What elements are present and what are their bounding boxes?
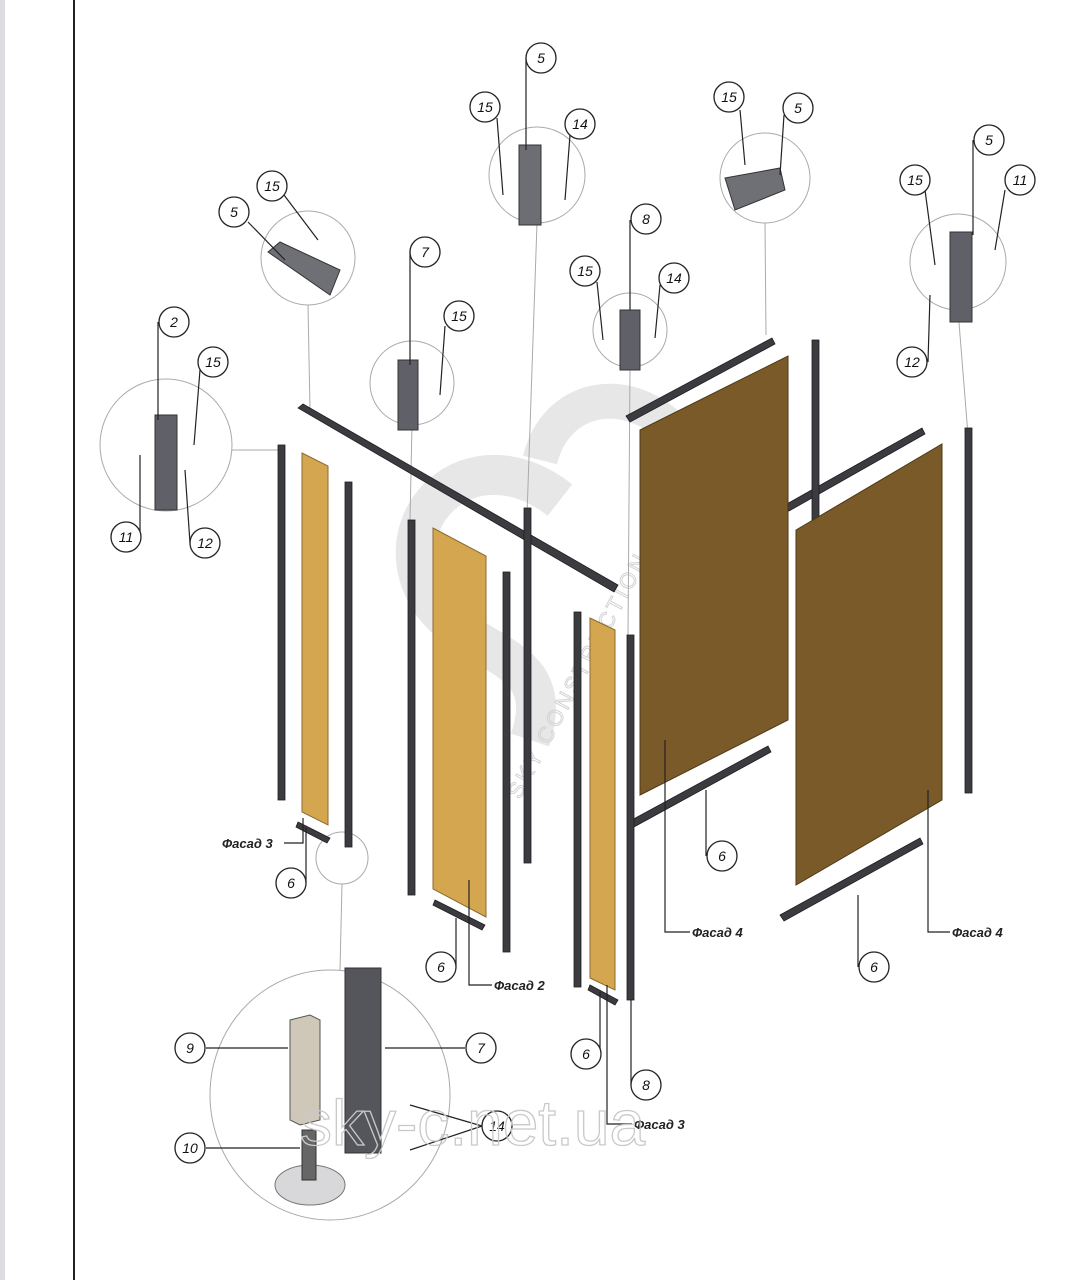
callout-7: 7 <box>409 236 441 268</box>
watermark-text: sky-c.net.ua <box>300 1087 645 1159</box>
callout-6: 6 <box>706 840 738 872</box>
panel-facade-3-left <box>301 452 329 826</box>
svg-text:10: 10 <box>182 1140 198 1156</box>
callout-2: 2 <box>158 306 190 338</box>
callouts: 5 15 14 15 5 5 15 11 15 5 7 8 15 14 2 15… <box>110 42 1036 1164</box>
svg-text:2: 2 <box>169 314 178 330</box>
label-facade-4-left: Фасад 4 <box>692 925 743 940</box>
insert-part-9 <box>289 1014 321 1126</box>
svg-text:8: 8 <box>642 211 650 227</box>
label-facade-2: Фасад 2 <box>494 978 545 993</box>
callout-5: 5 <box>525 42 557 74</box>
callout-15: 15 <box>197 346 229 378</box>
svg-text:14: 14 <box>489 1118 505 1134</box>
callout-14: 14 <box>481 1110 513 1142</box>
svg-text:6: 6 <box>437 959 445 975</box>
label-facade-3-left: Фасад 3 <box>222 836 273 851</box>
svg-text:9: 9 <box>186 1040 194 1056</box>
rails <box>295 337 926 1006</box>
svg-text:15: 15 <box>451 308 467 324</box>
facade-labels: Фасад 3 Фасад 2 Фасад 4 Фасад 4 Фасад 3 <box>222 836 1003 1132</box>
panel-facade-2 <box>432 527 487 918</box>
svg-text:5: 5 <box>794 100 802 116</box>
page-border-line <box>73 0 75 1280</box>
callout-12: 12 <box>896 346 928 378</box>
svg-text:6: 6 <box>582 1046 590 1062</box>
callout-7: 7 <box>465 1032 497 1064</box>
callout-15: 15 <box>443 300 475 332</box>
callout-12: 12 <box>189 527 221 559</box>
svg-text:14: 14 <box>572 116 588 132</box>
svg-text:6: 6 <box>718 848 726 864</box>
callout-10: 10 <box>174 1132 206 1164</box>
svg-text:15: 15 <box>205 354 221 370</box>
page-edge <box>0 0 5 1280</box>
detail-parts <box>154 144 973 1206</box>
callout-5: 5 <box>782 92 814 124</box>
svg-text:15: 15 <box>577 263 593 279</box>
callout-15: 15 <box>713 81 745 113</box>
svg-text:7: 7 <box>421 244 430 260</box>
svg-text:11: 11 <box>1013 172 1028 188</box>
label-facade-4-right: Фасад 4 <box>952 925 1003 940</box>
svg-text:12: 12 <box>197 535 213 551</box>
svg-text:11: 11 <box>119 529 134 545</box>
callout-6: 6 <box>425 951 457 983</box>
callout-8: 8 <box>630 1069 662 1101</box>
panel-facade-3-right <box>589 617 616 991</box>
panel-facade-4-left <box>639 355 789 796</box>
svg-text:5: 5 <box>537 50 545 66</box>
svg-text:7: 7 <box>477 1040 486 1056</box>
svg-text:6: 6 <box>287 875 295 891</box>
svg-text:15: 15 <box>907 172 923 188</box>
callout-15: 15 <box>899 164 931 196</box>
callout-15: 15 <box>469 91 501 123</box>
svg-text:5: 5 <box>985 132 993 148</box>
svg-text:15: 15 <box>477 99 493 115</box>
callout-6: 6 <box>275 867 307 899</box>
callout-6: 6 <box>570 1038 602 1070</box>
leader-lines <box>139 58 1006 1151</box>
svg-text:6: 6 <box>870 959 878 975</box>
svg-text:15: 15 <box>721 89 737 105</box>
callout-5: 5 <box>973 124 1005 156</box>
svg-text:14: 14 <box>666 270 682 286</box>
callout-11: 11 <box>110 521 142 553</box>
panel-facade-4-right <box>795 443 943 886</box>
panels <box>301 355 943 991</box>
svg-text:12: 12 <box>904 354 920 370</box>
profile-part-7 <box>344 967 382 1154</box>
callout-9: 9 <box>174 1032 206 1064</box>
callout-8: 8 <box>630 203 662 235</box>
svg-text:15: 15 <box>264 178 280 194</box>
callout-14: 14 <box>564 108 596 140</box>
callout-6: 6 <box>858 951 890 983</box>
callout-15: 15 <box>256 170 288 202</box>
callout-14: 14 <box>658 262 690 294</box>
svg-text:5: 5 <box>230 204 238 220</box>
callout-11: 11 <box>1004 164 1036 196</box>
callout-5: 5 <box>218 196 250 228</box>
callout-15: 15 <box>569 255 601 287</box>
svg-text:8: 8 <box>642 1077 650 1093</box>
label-facade-3-right: Фасад 3 <box>634 1117 685 1132</box>
